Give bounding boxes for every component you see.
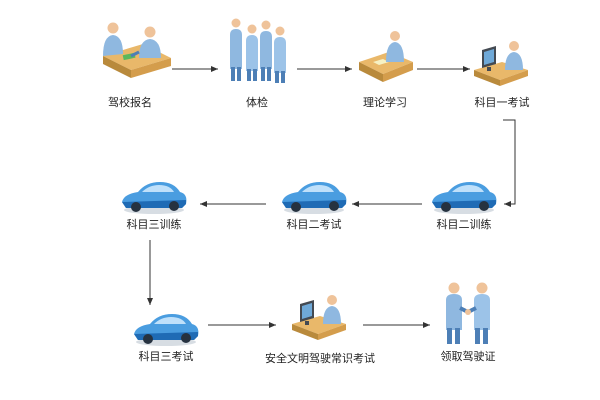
step-label: 科目三考试 xyxy=(138,350,194,363)
step-label: 科目二训练 xyxy=(436,218,492,231)
step-label: 驾校报名 xyxy=(108,96,152,109)
step-label: 科目二考试 xyxy=(286,218,342,231)
handshake-icon xyxy=(446,282,490,344)
step-subject2-exam: 科目二考试 xyxy=(278,176,350,231)
signing-desk-icon xyxy=(103,22,171,78)
study-desk-icon xyxy=(359,31,413,82)
step-theory-study: 理论学习 xyxy=(355,28,415,109)
step-registration: 驾校报名 xyxy=(95,18,175,109)
step-subject3-training: 科目三训练 xyxy=(118,176,190,231)
step-subject3-exam: 科目三考试 xyxy=(130,308,202,363)
step-health-check: 体检 xyxy=(222,15,292,109)
step-safety-exam: 安全文明驾驶常识考试 xyxy=(265,292,375,365)
car-icon xyxy=(134,314,199,346)
step-subject2-training: 科目二训练 xyxy=(428,176,500,231)
car-icon xyxy=(282,182,347,214)
step-label: 安全文明驾驶常识考试 xyxy=(265,352,375,365)
step-get-license: 领取驾驶证 xyxy=(438,280,498,363)
step-label: 科目一考试 xyxy=(474,96,530,109)
step-label: 体检 xyxy=(246,96,268,109)
computer-exam-icon xyxy=(292,295,346,340)
arrow-s4-s5 xyxy=(503,119,516,207)
step-label: 领取驾驶证 xyxy=(440,350,496,363)
car-icon xyxy=(432,182,497,214)
computer-exam-icon xyxy=(474,41,528,86)
car-icon xyxy=(122,182,187,214)
step-subject1-exam: 科目一考试 xyxy=(472,40,532,109)
people-queue-icon xyxy=(230,18,286,83)
step-label: 理论学习 xyxy=(363,96,407,109)
step-label: 科目三训练 xyxy=(126,218,182,231)
